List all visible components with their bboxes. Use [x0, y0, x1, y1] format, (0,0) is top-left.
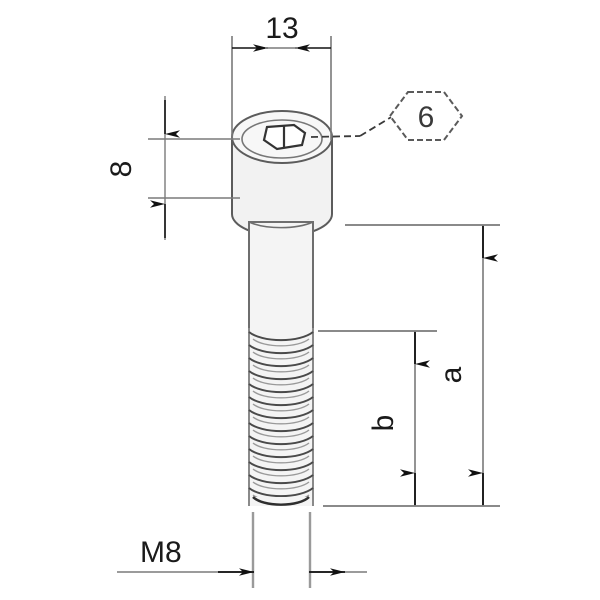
dim-label-thread-length: b: [367, 415, 400, 432]
balloon-leader-segment-1: [310, 135, 361, 138]
thread-roots: [252, 338, 310, 503]
screw-shank: [248, 221, 314, 331]
dimension-head-width: 13: [231, 12, 332, 140]
screw-head-chamfer-ellipse: [241, 119, 323, 159]
dim-label-head-width: 13: [265, 12, 298, 45]
balloon-callout-hex-key[interactable]: 6: [310, 91, 464, 141]
dim-label-head-height: 8: [105, 161, 138, 178]
dimension-thread-spec: M8: [117, 512, 367, 588]
dimension-head-height: 8: [105, 96, 240, 240]
dim-label-total-length: a: [435, 366, 468, 383]
screw-geometry: [231, 110, 333, 506]
shank-head-junction: [248, 221, 314, 229]
thread-crests: [248, 331, 314, 498]
thread-end-cap: [252, 496, 310, 506]
dim-label-thread-spec: M8: [140, 536, 182, 569]
dimension-thread-length: b: [318, 330, 437, 506]
dimension-total-length: a: [323, 224, 500, 507]
balloon-hexagon-shape: [388, 91, 464, 141]
balloon-label: 6: [418, 101, 435, 134]
